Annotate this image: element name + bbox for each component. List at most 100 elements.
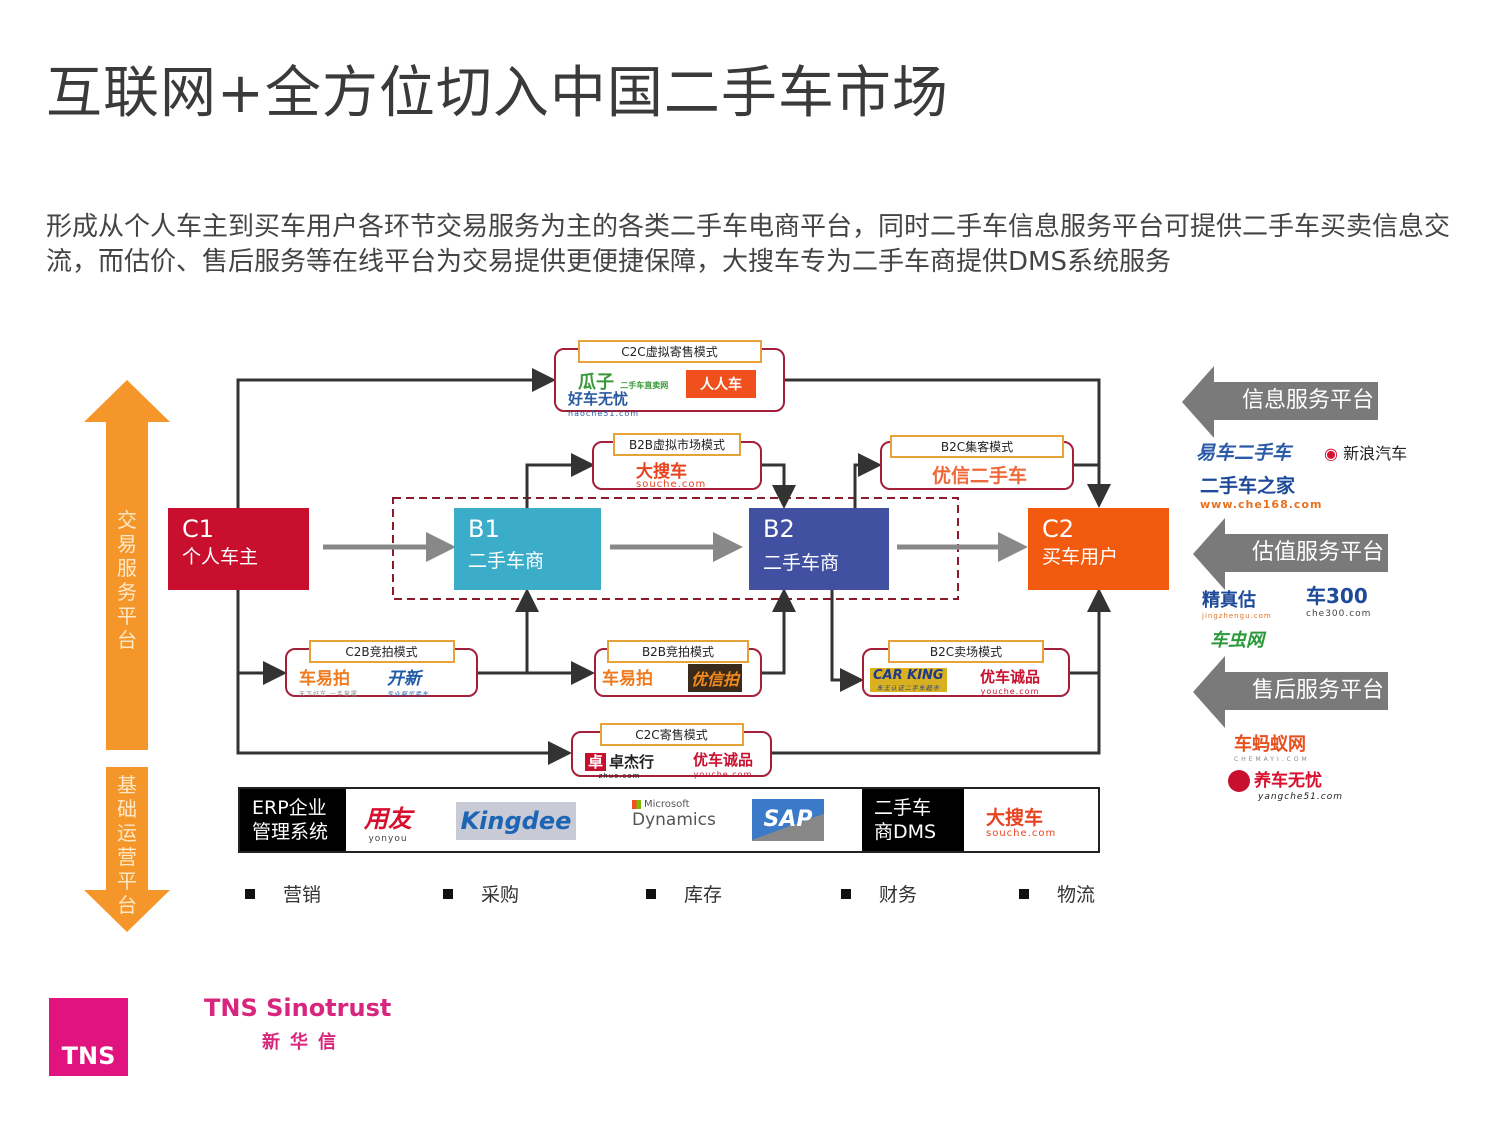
youxinpai-logo: 优信拍 — [688, 664, 743, 692]
function-label: 物流 — [1057, 884, 1096, 906]
valuation-service-banner: 估值服务平台 — [1222, 534, 1388, 572]
function-item: 采购 — [443, 880, 519, 907]
axis-char: 础 — [117, 797, 137, 821]
erp-label-line: ERP企业 — [252, 797, 327, 819]
node-b1-dealer: B1 二手车商 — [454, 508, 601, 590]
function-label: 采购 — [481, 884, 520, 906]
operation-platform-label: 基 础 运 营 平 台 — [112, 773, 142, 917]
node-b2-dealer: B2 二手车商 — [749, 508, 889, 590]
cheyipai-logo: 车易拍 — [602, 669, 653, 689]
axis-char: 平 — [117, 869, 137, 893]
ms-dynamics-logo: Microsoft Dynamics — [632, 799, 716, 830]
axis-char: 务 — [117, 580, 137, 604]
node-name: 二手车商 — [468, 550, 545, 572]
axis-char: 营 — [117, 845, 137, 869]
axis-char: 台 — [117, 893, 137, 917]
node-code: C2 — [1042, 515, 1075, 543]
mode-label: B2C集客模式 — [890, 435, 1064, 458]
guazi-logo: 瓜子 二手车直卖网 — [578, 372, 669, 393]
node-code: B1 — [468, 515, 500, 543]
yiche-logo: 易车二手车 — [1196, 442, 1292, 464]
axis-char: 易 — [117, 532, 137, 556]
brand-name-cn: 新华信 — [262, 1032, 346, 1053]
brand-name: TNS Sinotrust — [204, 994, 392, 1022]
chechong-logo: 车虫网 — [1210, 630, 1264, 651]
mode-label: B2B竞拍模式 — [607, 640, 749, 663]
operation-axis-arrow — [84, 767, 170, 932]
function-item: 物流 — [1019, 880, 1095, 907]
dms-label-line: 商DMS — [874, 821, 937, 843]
axis-char: 台 — [117, 628, 137, 652]
kingdee-logo: Kingdee — [456, 802, 576, 840]
axis-char: 平 — [117, 604, 137, 628]
axis-char: 服 — [117, 556, 137, 580]
dms-label-line: 二手车 — [874, 797, 932, 819]
function-label: 财务 — [879, 884, 918, 906]
youxin-logo: 优信二手车 — [932, 465, 1028, 487]
mode-label: B2C卖场模式 — [888, 640, 1044, 663]
axis-char: 运 — [117, 821, 137, 845]
function-item: 营销 — [245, 880, 321, 907]
mode-label: B2B虚拟市场模式 — [613, 433, 741, 456]
bullet-icon — [646, 888, 656, 899]
function-item: 库存 — [646, 880, 722, 907]
sap-logo: SAP — [752, 799, 824, 841]
bullet-icon — [841, 888, 851, 899]
mode-label: C2C虚拟寄售模式 — [577, 340, 762, 363]
node-name: 个人车主 — [182, 546, 259, 568]
node-name: 二手车商 — [763, 552, 840, 574]
aftersale-service-banner: 售后服务平台 — [1222, 672, 1388, 710]
renrenche-logo: 人人车 — [686, 370, 756, 398]
bullet-icon — [245, 888, 255, 899]
tns-logo: TNS — [49, 998, 128, 1076]
node-name: 买车用户 — [1042, 546, 1119, 568]
transaction-axis-arrow — [84, 380, 170, 750]
bullet-icon — [1019, 888, 1029, 899]
node-code: C1 — [182, 515, 215, 543]
node-code: B2 — [763, 515, 795, 543]
bullet-icon — [443, 888, 453, 899]
mode-label: C2B竞拍模式 — [308, 640, 455, 663]
function-label: 库存 — [684, 884, 723, 906]
erp-label: ERP企业 管理系统 — [240, 789, 346, 851]
mode-c2b-auction: C2B竞拍模式 车易拍天下好车 一手掌握 开新专业帮您卖车 — [285, 640, 478, 698]
kaixin-logo: 开新专业帮您卖车 — [387, 669, 430, 698]
function-item: 财务 — [841, 880, 917, 907]
info-service-banner: 信息服务平台 — [1212, 382, 1378, 420]
arrow-left-icon — [1193, 656, 1225, 728]
mode-b2b-auction: B2B竞拍模式 车易拍 优信拍 — [594, 640, 762, 697]
page-title: 互联网+全方位切入中国二手车市场 — [46, 61, 949, 126]
axis-char: 交 — [117, 508, 137, 532]
function-label: 营销 — [283, 884, 322, 906]
page-subtitle: 形成从个人车主到买车用户各环节交易服务为主的各类二手车电商平台，同时二手车信息服… — [46, 212, 1451, 277]
dms-label: 二手车 商DMS — [862, 789, 964, 851]
node-c1-individual-owner: C1 个人车主 — [168, 508, 309, 590]
erp-label-line: 管理系统 — [252, 821, 329, 843]
axis-char: 基 — [117, 773, 137, 797]
arrow-left-icon — [1182, 366, 1214, 438]
arrow-left-icon — [1193, 518, 1225, 590]
cheyipai-logo: 车易拍天下好车 一手掌握 — [299, 669, 358, 698]
node-c2-buyer: C2 买车用户 — [1028, 508, 1169, 590]
sina-auto-logo: ◉ 新浪汽车 — [1324, 444, 1408, 463]
transaction-platform-label: 交 易 服 务 平 台 — [112, 508, 142, 652]
mode-b2c-gather: B2C集客模式 优信二手车 — [880, 435, 1074, 490]
